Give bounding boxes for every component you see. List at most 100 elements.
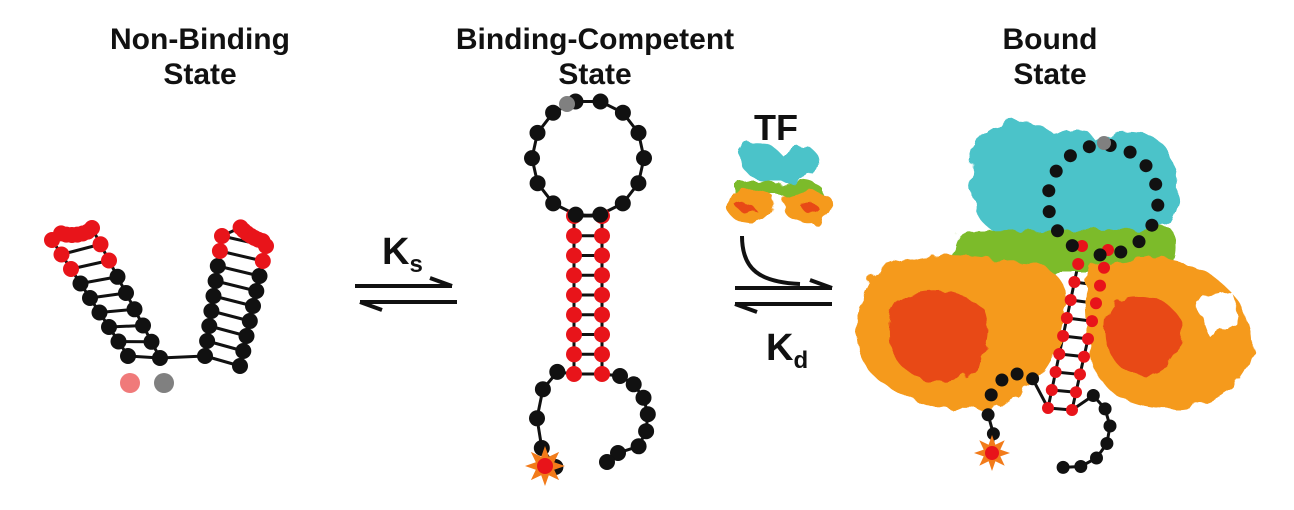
tail-nucleotide — [599, 454, 615, 470]
loop-nucleotide — [630, 175, 647, 192]
loop-nucleotide — [1065, 239, 1079, 253]
stem-nucleotide — [101, 319, 117, 335]
stem-nucleotide — [1086, 315, 1098, 328]
stem-nucleotide — [1072, 258, 1085, 270]
stem-nucleotide — [82, 290, 98, 306]
stem-nucleotide — [1068, 276, 1081, 288]
stem-nucleotide — [594, 227, 610, 244]
loop-nucleotide — [79, 223, 96, 240]
loop-nucleotide — [529, 175, 546, 192]
stem-nucleotide — [101, 252, 117, 269]
loop-nucleotide — [630, 124, 647, 141]
tf-protein-icon — [726, 143, 833, 224]
kd-label: Kd — [766, 327, 808, 374]
stem-nucleotide — [1074, 368, 1086, 381]
stem-nucleotide — [118, 285, 134, 301]
tail-nucleotide — [981, 408, 995, 422]
loop-nucleotide — [1049, 164, 1063, 178]
loop-nucleotide — [1114, 245, 1128, 259]
tail-nucleotide — [1086, 389, 1100, 402]
tail-nucleotide — [635, 389, 652, 406]
tail-nucleotide — [1074, 460, 1088, 473]
stem-nucleotide — [1042, 402, 1054, 414]
stem-nucleotide — [566, 306, 582, 323]
stem-nucleotide — [1098, 261, 1110, 274]
stem-nucleotide — [566, 287, 582, 303]
stem-nucleotide — [254, 253, 271, 269]
tail-nucleotide — [625, 376, 642, 393]
stem-nucleotide — [594, 287, 610, 303]
title-line-1: Non-Binding — [110, 23, 290, 56]
loop-nucleotide — [1123, 145, 1137, 159]
loop-nucleotide — [1082, 140, 1096, 154]
stem-nucleotide — [1070, 386, 1082, 399]
stem-nucleotide — [241, 313, 258, 329]
loop-nucleotide — [1042, 205, 1056, 219]
stem-nucleotide — [209, 258, 226, 274]
stem-nucleotide — [594, 346, 610, 363]
tail-nucleotide — [995, 373, 1009, 387]
stem-nucleotide — [594, 247, 610, 264]
stem-nucleotide — [135, 317, 151, 334]
fluorophore-core-bound — [985, 446, 999, 460]
stem-nucleotide — [205, 288, 222, 304]
loop-nucleotide — [636, 150, 652, 167]
fluorophore-core — [537, 458, 553, 474]
gray-loop-marker-bound — [1097, 136, 1111, 150]
tail-nucleotide — [984, 388, 998, 402]
stem-nucleotide — [251, 268, 268, 284]
stem-nucleotide — [197, 348, 213, 364]
loop-nucleotide — [524, 150, 540, 167]
stem-nucleotide — [1078, 350, 1090, 363]
stem-nucleotide — [201, 318, 218, 334]
stem-nucleotide — [110, 333, 127, 350]
stem-nucleotide — [1045, 384, 1058, 396]
stem-nucleotide — [109, 268, 126, 285]
tail-nucleotide — [1056, 460, 1070, 474]
stem-nucleotide — [1082, 332, 1094, 345]
title-non-binding-state: Non-Binding State — [60, 22, 340, 92]
loop-nucleotide — [254, 233, 271, 250]
stem-nucleotide — [566, 227, 582, 244]
stem-nucleotide — [120, 348, 136, 364]
tail-nucleotide — [1090, 451, 1103, 465]
loop-nucleotide — [1063, 149, 1077, 163]
stem-nucleotide — [1053, 348, 1066, 360]
stem-nucleotide — [126, 301, 143, 318]
tail-nucleotide — [638, 423, 655, 440]
loop-nucleotide — [614, 195, 631, 212]
stem-nucleotide — [1057, 330, 1070, 342]
stem-nucleotide — [1094, 279, 1106, 292]
loop-nucleotide — [1093, 248, 1107, 262]
tail-nucleotide — [529, 410, 545, 427]
loop-nucleotide — [545, 195, 562, 212]
stem-nucleotide — [594, 326, 610, 343]
stem-nucleotide — [594, 267, 610, 284]
tail-nucleotide — [1100, 437, 1114, 450]
stem-nucleotide — [1049, 366, 1062, 378]
stem-nucleotide — [566, 366, 582, 382]
title-bound-state: Bound State — [920, 22, 1180, 92]
stem-nucleotide — [63, 261, 79, 277]
gray-loop-marker — [559, 96, 575, 112]
title-line-2: State — [163, 58, 237, 91]
tf-label: TF — [754, 107, 798, 148]
ks-label: Ks — [382, 231, 423, 278]
loop-nucleotide — [1145, 218, 1159, 232]
ks-equilibrium-arrows — [355, 276, 457, 312]
loop-nucleotide — [1051, 224, 1064, 238]
loop-nucleotide — [1132, 235, 1146, 249]
title-line-1: Bound — [1002, 23, 1098, 56]
tail-nucleotide — [612, 368, 628, 384]
stem-nucleotide — [1066, 404, 1078, 416]
stem-nucleotide — [53, 246, 70, 263]
stem-nucleotide — [566, 247, 582, 264]
gray-end-marker — [154, 373, 174, 393]
stem-nucleotide — [207, 273, 224, 289]
stem-nucleotide — [232, 358, 248, 374]
stem-nucleotide — [566, 267, 582, 284]
stem-nucleotide — [594, 366, 610, 382]
stem-nucleotide — [235, 343, 252, 359]
title-line-2: State — [1013, 58, 1087, 91]
